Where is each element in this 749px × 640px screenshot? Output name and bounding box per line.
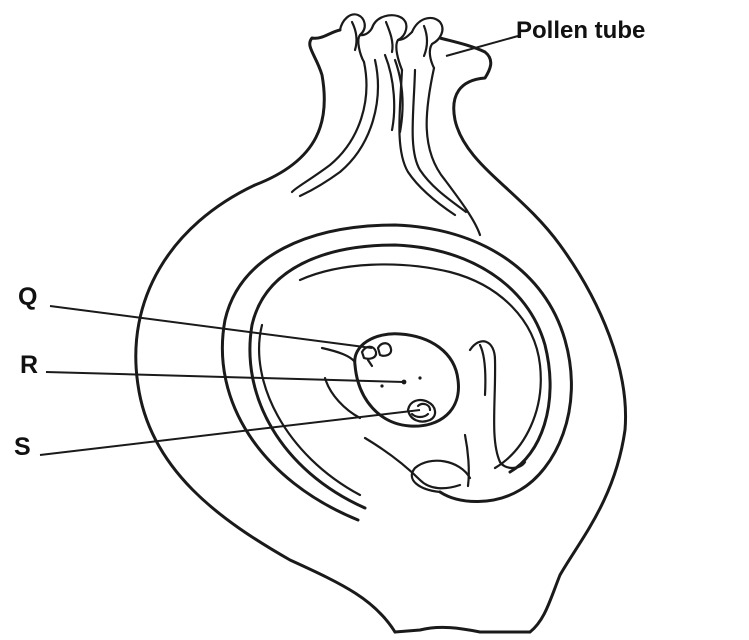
ovary-wall [136, 30, 626, 632]
label-pollen-tube: Pollen tube [516, 17, 645, 44]
q-leader [50, 306, 372, 348]
s-leader [40, 410, 420, 455]
leader-lines [40, 36, 518, 455]
pollen-tube-leader [446, 36, 518, 56]
label-s: S [14, 433, 31, 461]
stigma [340, 14, 442, 70]
label-r: R [20, 351, 38, 379]
style-canal [292, 60, 480, 235]
label-q: Q [18, 283, 37, 311]
chalazal-lobe [365, 435, 469, 488]
ovule [222, 225, 571, 520]
